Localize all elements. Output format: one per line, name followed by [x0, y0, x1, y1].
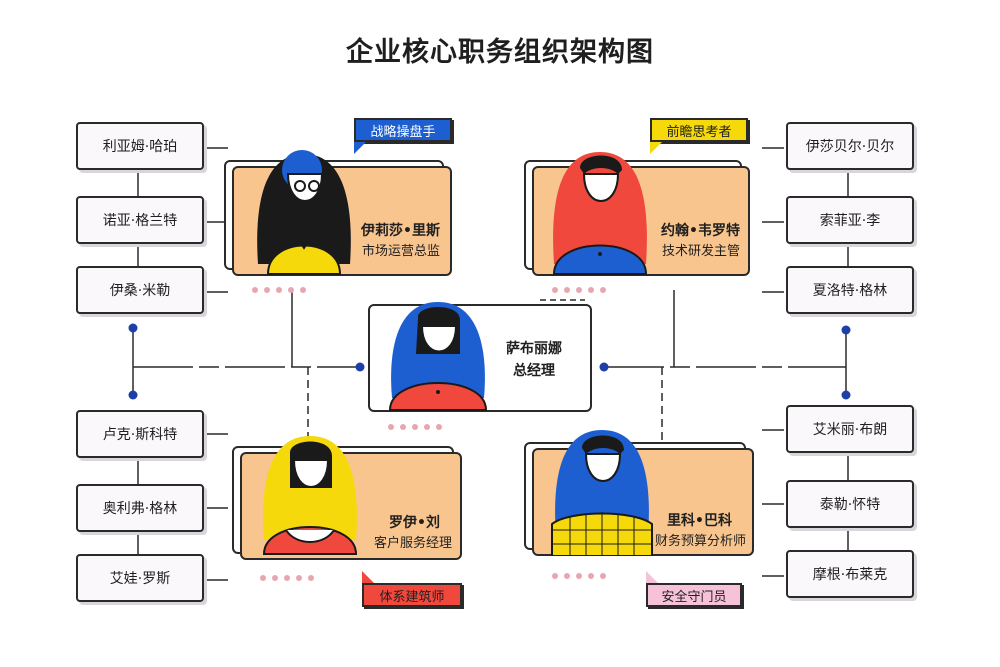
- woman-avatar-icon: [388, 302, 488, 411]
- decorative-dots: [552, 287, 606, 293]
- manager-role: 财务预算分析师: [654, 534, 746, 549]
- manager-name: 罗伊•刘: [389, 515, 440, 531]
- manager-card-finance: 里科•巴科 财务预算分析师: [524, 430, 754, 556]
- staff-box: 艾娃·罗斯: [76, 554, 204, 602]
- woman-glasses-avatar-icon: [257, 150, 351, 275]
- manager-name: 约翰•韦罗特: [661, 223, 740, 239]
- manager-role: 市场运营总监: [361, 244, 440, 259]
- staff-box: 卢克·斯科特: [76, 410, 204, 458]
- manager-name: 里科•巴科: [667, 513, 732, 529]
- decorative-dots: [260, 575, 314, 581]
- tag-badge: 安全守门员: [646, 571, 742, 607]
- tag-label: 战略操盘手: [370, 124, 436, 140]
- manager-card-service: 罗伊•刘 客户服务经理: [232, 436, 462, 560]
- man-avatar-icon: [552, 152, 648, 275]
- staff-box: 摩根·布莱克: [786, 550, 914, 598]
- staff-box: 伊桑·米勒: [76, 266, 204, 314]
- staff-box: 艾米丽·布朗: [786, 405, 914, 453]
- staff-box: 伊莎贝尔·贝尔: [786, 122, 914, 170]
- decorative-dots: [388, 424, 442, 430]
- manager-role: 客户服务经理: [373, 536, 452, 551]
- staff-box: 利亚姆·哈珀: [76, 122, 204, 170]
- center-card-ceo: 萨布丽娜 总经理: [368, 302, 592, 412]
- ceo-role: 总经理: [513, 363, 555, 379]
- tag-label: 前瞻思考者: [666, 124, 732, 140]
- decorative-dots: [252, 287, 306, 293]
- decorative-dots: [552, 573, 606, 579]
- ceo-name: 萨布丽娜: [506, 341, 562, 357]
- staff-box: 夏洛特·格林: [786, 266, 914, 314]
- tag-label: 体系建筑师: [379, 589, 445, 605]
- staff-box: 奥利弗·格林: [76, 484, 204, 532]
- manager-card-marketing: 伊莉莎•里斯 市场运营总监: [224, 150, 452, 276]
- staff-box: 索菲亚·李: [786, 196, 914, 244]
- man-plaid-avatar-icon: [551, 430, 653, 556]
- tag-label: 安全守门员: [661, 589, 727, 605]
- staff-box: 泰勒·怀特: [786, 480, 914, 528]
- woman-avatar-icon: [262, 436, 358, 555]
- staff-box: 诺亚·格兰特: [76, 196, 204, 244]
- manager-role: 技术研发主管: [661, 244, 740, 259]
- manager-name: 伊莉莎•里斯: [361, 223, 440, 239]
- page-title: 企业核心职务组织架构图: [346, 37, 654, 68]
- tag-badge: 战略操盘手: [354, 118, 452, 154]
- manager-card-tech: 约翰•韦罗特 技术研发主管: [524, 152, 750, 276]
- tag-badge: 前瞻思考者: [650, 118, 748, 154]
- tag-badge: 体系建筑师: [362, 571, 462, 607]
